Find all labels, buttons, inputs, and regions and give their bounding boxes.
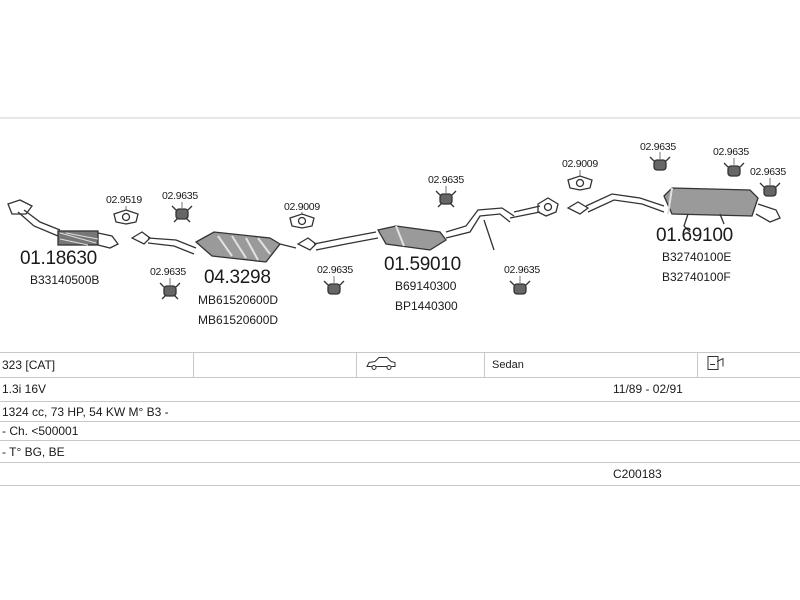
front-pipe-code[interactable]: 01.18630: [20, 248, 97, 269]
engine: 1.3i 16V: [2, 382, 47, 396]
rear-silencer-ref-1: B32740100E: [662, 250, 732, 264]
mount-6-code[interactable]: 02.9635: [640, 141, 676, 153]
model-name: 323 [CAT]: [2, 358, 56, 372]
spec-row-market: - T° BG, BE: [0, 441, 800, 463]
gasket-1-code[interactable]: 02.9519: [106, 194, 142, 206]
power: 1324 cc, 73 HP, 54 KW M° B3 -: [2, 404, 169, 419]
catalyst-ref-2: MB61520600D: [198, 313, 279, 327]
exhaust-diagram: [0, 117, 800, 300]
catalog-code: C200183: [613, 467, 662, 481]
middle-silencer-ref-2: BP1440300: [395, 299, 458, 313]
mount-3-drawing: [323, 280, 345, 295]
mount-7-drawing: [723, 162, 745, 177]
production-period: 11/89 - 02/91: [613, 382, 683, 396]
spec-row-catalog: C200183: [0, 463, 800, 486]
mount-2-drawing: [159, 282, 181, 300]
market: - T° BG, BE: [2, 444, 65, 459]
car-icon: [366, 357, 396, 374]
front-pipe-drawing: [7, 199, 119, 249]
mount-4-code[interactable]: 02.9635: [428, 174, 464, 186]
spec-row-power: 1324 cc, 73 HP, 54 KW M° B3 -: [0, 402, 800, 422]
middle-silencer-drawing: [296, 197, 559, 251]
mount-1-code[interactable]: 02.9635: [162, 190, 198, 202]
mount-5-drawing: [509, 280, 531, 295]
catalyst-drawing: [130, 231, 297, 263]
mount-1-drawing: [171, 205, 193, 223]
rear-silencer-ref-2: B32740100F: [662, 270, 731, 284]
rear-silencer-code[interactable]: 01.69100: [656, 225, 733, 246]
mount-2-code[interactable]: 02.9635: [150, 266, 186, 278]
middle-silencer-ref-1: B69140300: [395, 279, 457, 293]
leader-lines: [125, 152, 771, 285]
mount-4-drawing: [435, 190, 457, 208]
rear-silencer-drawing: [566, 187, 781, 233]
mount-8-drawing: [759, 182, 781, 197]
front-pipe-ref: B33140500B: [30, 273, 100, 287]
spec-row-model: 323 [CAT] Sedan: [0, 352, 800, 378]
mount-6-drawing: [649, 156, 671, 171]
catalyst-code[interactable]: 04.3298: [204, 267, 271, 288]
body-type: Sedan: [492, 359, 524, 371]
mount-8-code[interactable]: 02.9635: [750, 166, 786, 178]
mount-3-code[interactable]: 02.9635: [317, 264, 353, 276]
chassis: - Ch. <500001: [2, 424, 79, 438]
spec-row-engine: 1.3i 16V 11/89 - 02/91: [0, 377, 800, 402]
spec-row-chassis: - Ch. <500001: [0, 422, 800, 441]
mount-5-code[interactable]: 02.9635: [504, 264, 540, 276]
gasket-3-drawing: [567, 175, 593, 191]
gasket-2-code[interactable]: 02.9009: [284, 201, 320, 213]
catalyst-ref-1: MB61520600D: [198, 293, 279, 307]
document-icon[interactable]: [707, 356, 725, 375]
middle-silencer-code[interactable]: 01.59010: [384, 254, 461, 275]
mount-7-code[interactable]: 02.9635: [713, 146, 749, 158]
gasket-3-code[interactable]: 02.9009: [562, 158, 598, 170]
gasket-2-drawing: [289, 213, 315, 229]
gasket-1-drawing: [113, 209, 139, 225]
